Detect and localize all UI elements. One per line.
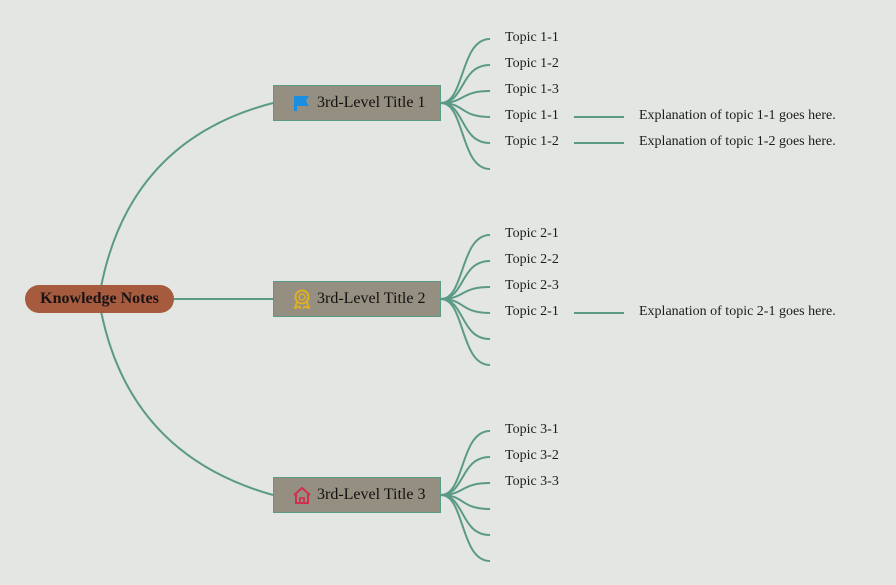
root-node[interactable]: Knowledge Notes (25, 285, 174, 313)
branch-title: 3rd-Level Title 2 (317, 290, 426, 307)
topic-label[interactable]: Topic 2-1 (505, 304, 559, 319)
branch-2-leaf-6-line (440, 298, 491, 366)
branch-3-leaf-2-line (440, 456, 491, 496)
branch-3-leaf-6-line (440, 494, 491, 562)
branch-1-leaf-5-line (440, 102, 491, 144)
branch-1-leaf-2-line (440, 64, 491, 104)
branch-node-3[interactable]: 3rd-Level Title 3 (273, 477, 441, 513)
explanation-text[interactable]: Explanation of topic 2-1 goes here. (639, 304, 836, 319)
branch-3-leaf-1-line (440, 430, 491, 496)
topic-label[interactable]: Topic 1-3 (505, 82, 559, 97)
red-house-icon (292, 485, 312, 505)
topic-label[interactable]: Topic 2-1 (505, 226, 559, 241)
blue-flag-icon (292, 93, 312, 113)
branch-node-2[interactable]: 3rd-Level Title 2 (273, 281, 441, 317)
topic-label[interactable]: Topic 1-2 (505, 134, 559, 149)
branch-2-leaf-2-line (440, 260, 491, 300)
topic-label[interactable]: Topic 1-1 (505, 30, 559, 45)
gold-medal-icon (292, 289, 312, 309)
topic-label[interactable]: Topic 2-2 (505, 252, 559, 267)
branch-node-1[interactable]: 3rd-Level Title 1 (273, 85, 441, 121)
topic-label[interactable]: Topic 3-1 (505, 422, 559, 437)
root-label: Knowledge Notes (40, 290, 159, 307)
root-to-branch-3-line (100, 310, 274, 496)
explanation-text[interactable]: Explanation of topic 1-1 goes here. (639, 108, 836, 123)
branch-3-leaf-5-line (440, 494, 491, 536)
topic-label[interactable]: Topic 1-1 (505, 108, 559, 123)
topic-label[interactable]: Topic 3-3 (505, 474, 559, 489)
explanation-text[interactable]: Explanation of topic 1-2 goes here. (639, 134, 836, 149)
topic-label[interactable]: Topic 3-2 (505, 448, 559, 463)
topic-label[interactable]: Topic 2-3 (505, 278, 559, 293)
branch-title: 3rd-Level Title 1 (317, 94, 426, 111)
branch-2-leaf-1-line (440, 234, 491, 300)
root-to-branch-1-line (100, 102, 274, 288)
branch-1-leaf-1-line (440, 38, 491, 104)
topic-label[interactable]: Topic 1-2 (505, 56, 559, 71)
branch-2-leaf-5-line (440, 298, 491, 340)
branch-title: 3rd-Level Title 3 (317, 486, 426, 503)
branch-1-leaf-6-line (440, 102, 491, 170)
